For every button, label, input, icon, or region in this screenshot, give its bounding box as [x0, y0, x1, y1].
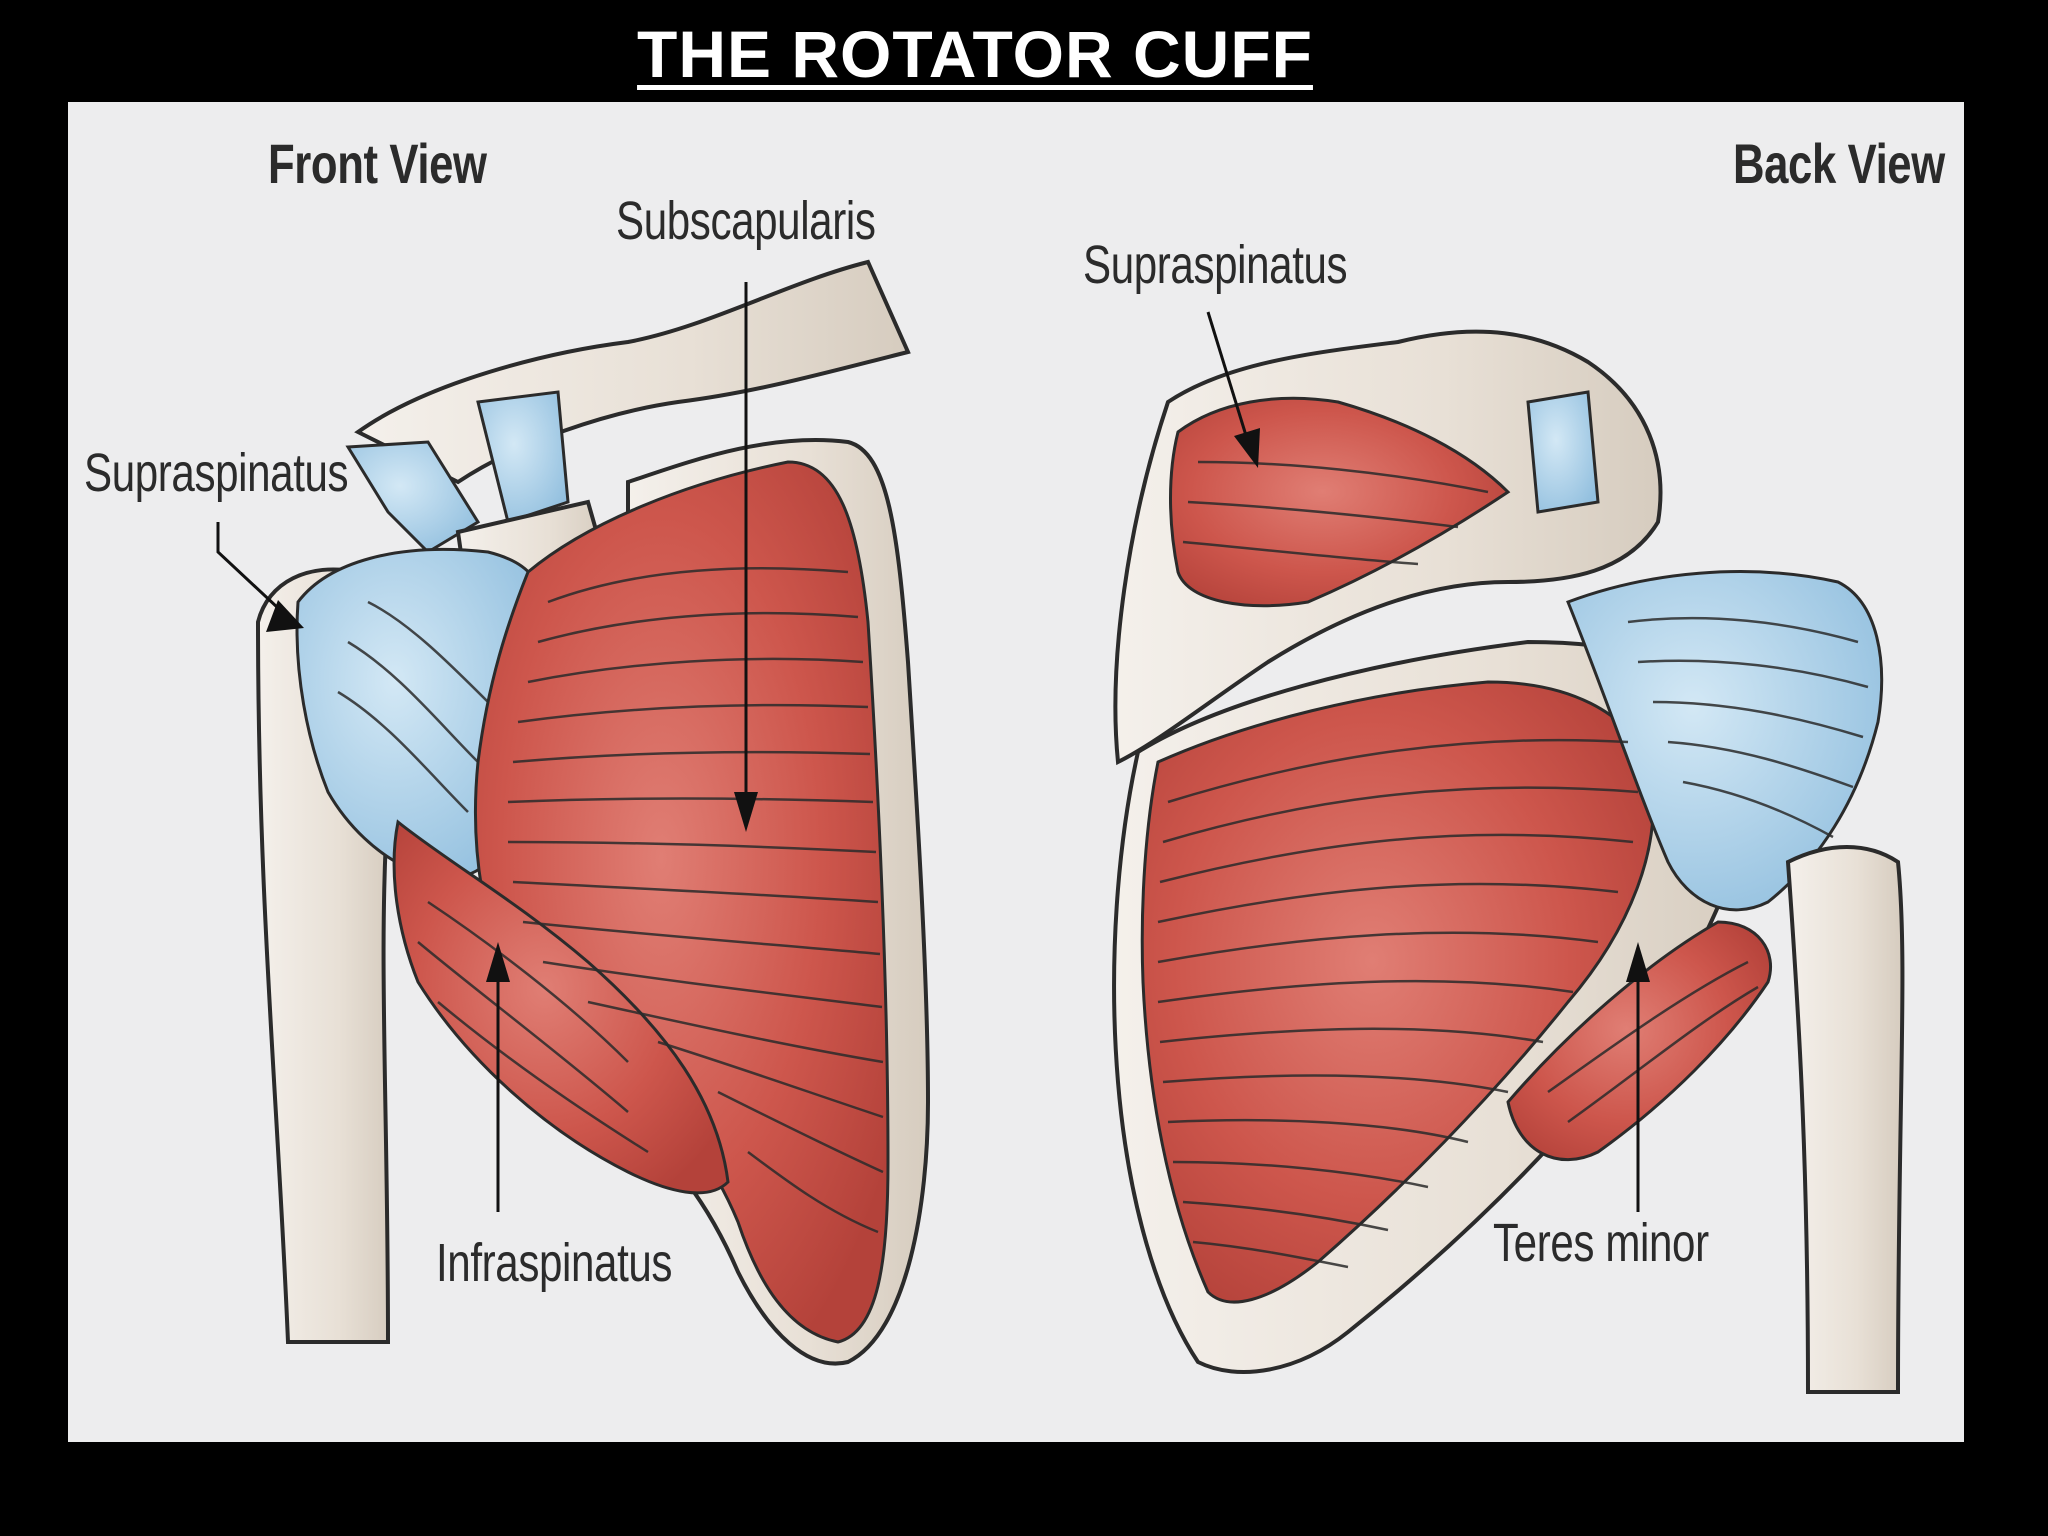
back-view-label: Back View	[1733, 132, 1945, 195]
front-subscapularis-arrowhead	[734, 792, 758, 832]
back-supraspinatus-leader	[1206, 311, 1250, 443]
front-supraspinatus-leader	[216, 522, 295, 624]
front-supraspinatus-arrowhead	[266, 600, 304, 632]
front-infraspinatus-muscle	[392, 819, 730, 1195]
front-infraspinatus-arrowhead	[486, 942, 510, 982]
back-supraspinatus-label: Supraspinatus	[1083, 235, 1348, 295]
back-view-illustration	[1112, 311, 1905, 1394]
front-view-label: Front View	[268, 132, 487, 195]
front-view-illustration	[216, 259, 931, 1366]
front-subscapularis-label: Subscapularis	[616, 191, 876, 251]
back-supraspinatus-arrowhead	[1234, 428, 1260, 468]
back-teres-minor-label: Teres minor	[1493, 1213, 1709, 1273]
back-infraspinatus-muscle	[1140, 680, 1655, 1304]
back-teres-minor-arrowhead	[1626, 942, 1650, 982]
shoulder-illustration	[216, 259, 1905, 1394]
front-fibers	[337, 567, 884, 1234]
front-infraspinatus-label: Infraspinatus	[436, 1233, 673, 1293]
back-infraspinatus-tendon	[1566, 570, 1884, 912]
front-supraspinatus-label: Supraspinatus	[84, 443, 349, 503]
back-humerus	[1785, 845, 1905, 1394]
slide-title: THE ROTATOR CUFF	[637, 17, 1313, 91]
illustration-panel: Front View Back View Subscapularis Supra…	[68, 102, 1964, 1442]
back-ligament	[1526, 390, 1600, 514]
front-coracoid-ligament	[476, 390, 570, 524]
front-upper-ligament	[345, 440, 481, 554]
front-subscapularis-muscle	[474, 460, 890, 1344]
back-fibers	[1157, 460, 1869, 1269]
